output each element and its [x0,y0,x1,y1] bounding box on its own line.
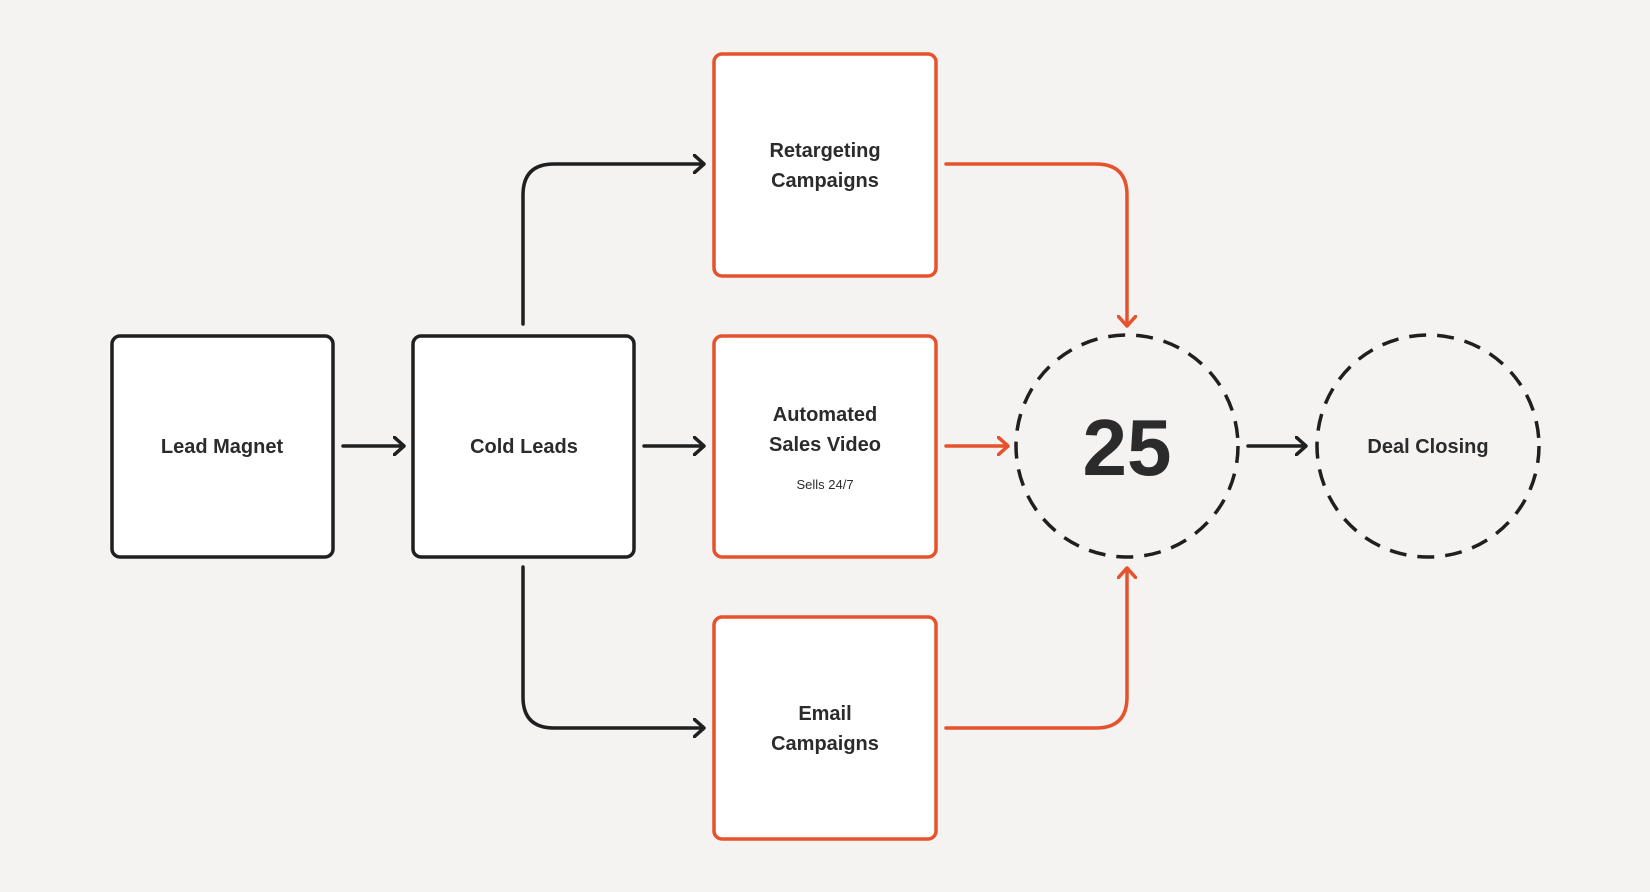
node-retargeting-line2: Campaigns [771,170,879,192]
node-email-campaigns: Email Campaigns [712,615,938,841]
node-lead-magnet: Lead Magnet [110,334,335,559]
node-lead-magnet-label: Lead Magnet [161,436,284,458]
arrow-retargeting-to-hub [944,162,1127,328]
node-cold-leads-label: Cold Leads [470,436,578,458]
node-sales-video-line2: Sales Video [769,434,881,456]
arrow-cold-to-retargeting [521,164,706,326]
arrow-email-to-hub [944,566,1127,730]
node-deal-closing-label: Deal Closing [1367,436,1488,458]
node-email-line1: Email [798,703,851,725]
node-retargeting-campaigns: Retargeting Campaigns [712,52,938,278]
node-sales-video-line1: Automated [773,404,877,426]
node-hub-25: 25 [1014,333,1240,559]
node-sales-video-sub: Sells 24/7 [796,477,853,492]
node-hub-value: 25 [1083,403,1172,492]
node-automated-sales-video: Automated Sales Video Sells 24/7 [712,334,938,559]
node-cold-leads: Cold Leads [411,334,636,559]
node-email-line2: Campaigns [771,733,879,755]
node-deal-closing: Deal Closing [1315,333,1541,559]
arrow-cold-to-email [521,565,706,728]
node-retargeting-line1: Retargeting [769,140,880,162]
